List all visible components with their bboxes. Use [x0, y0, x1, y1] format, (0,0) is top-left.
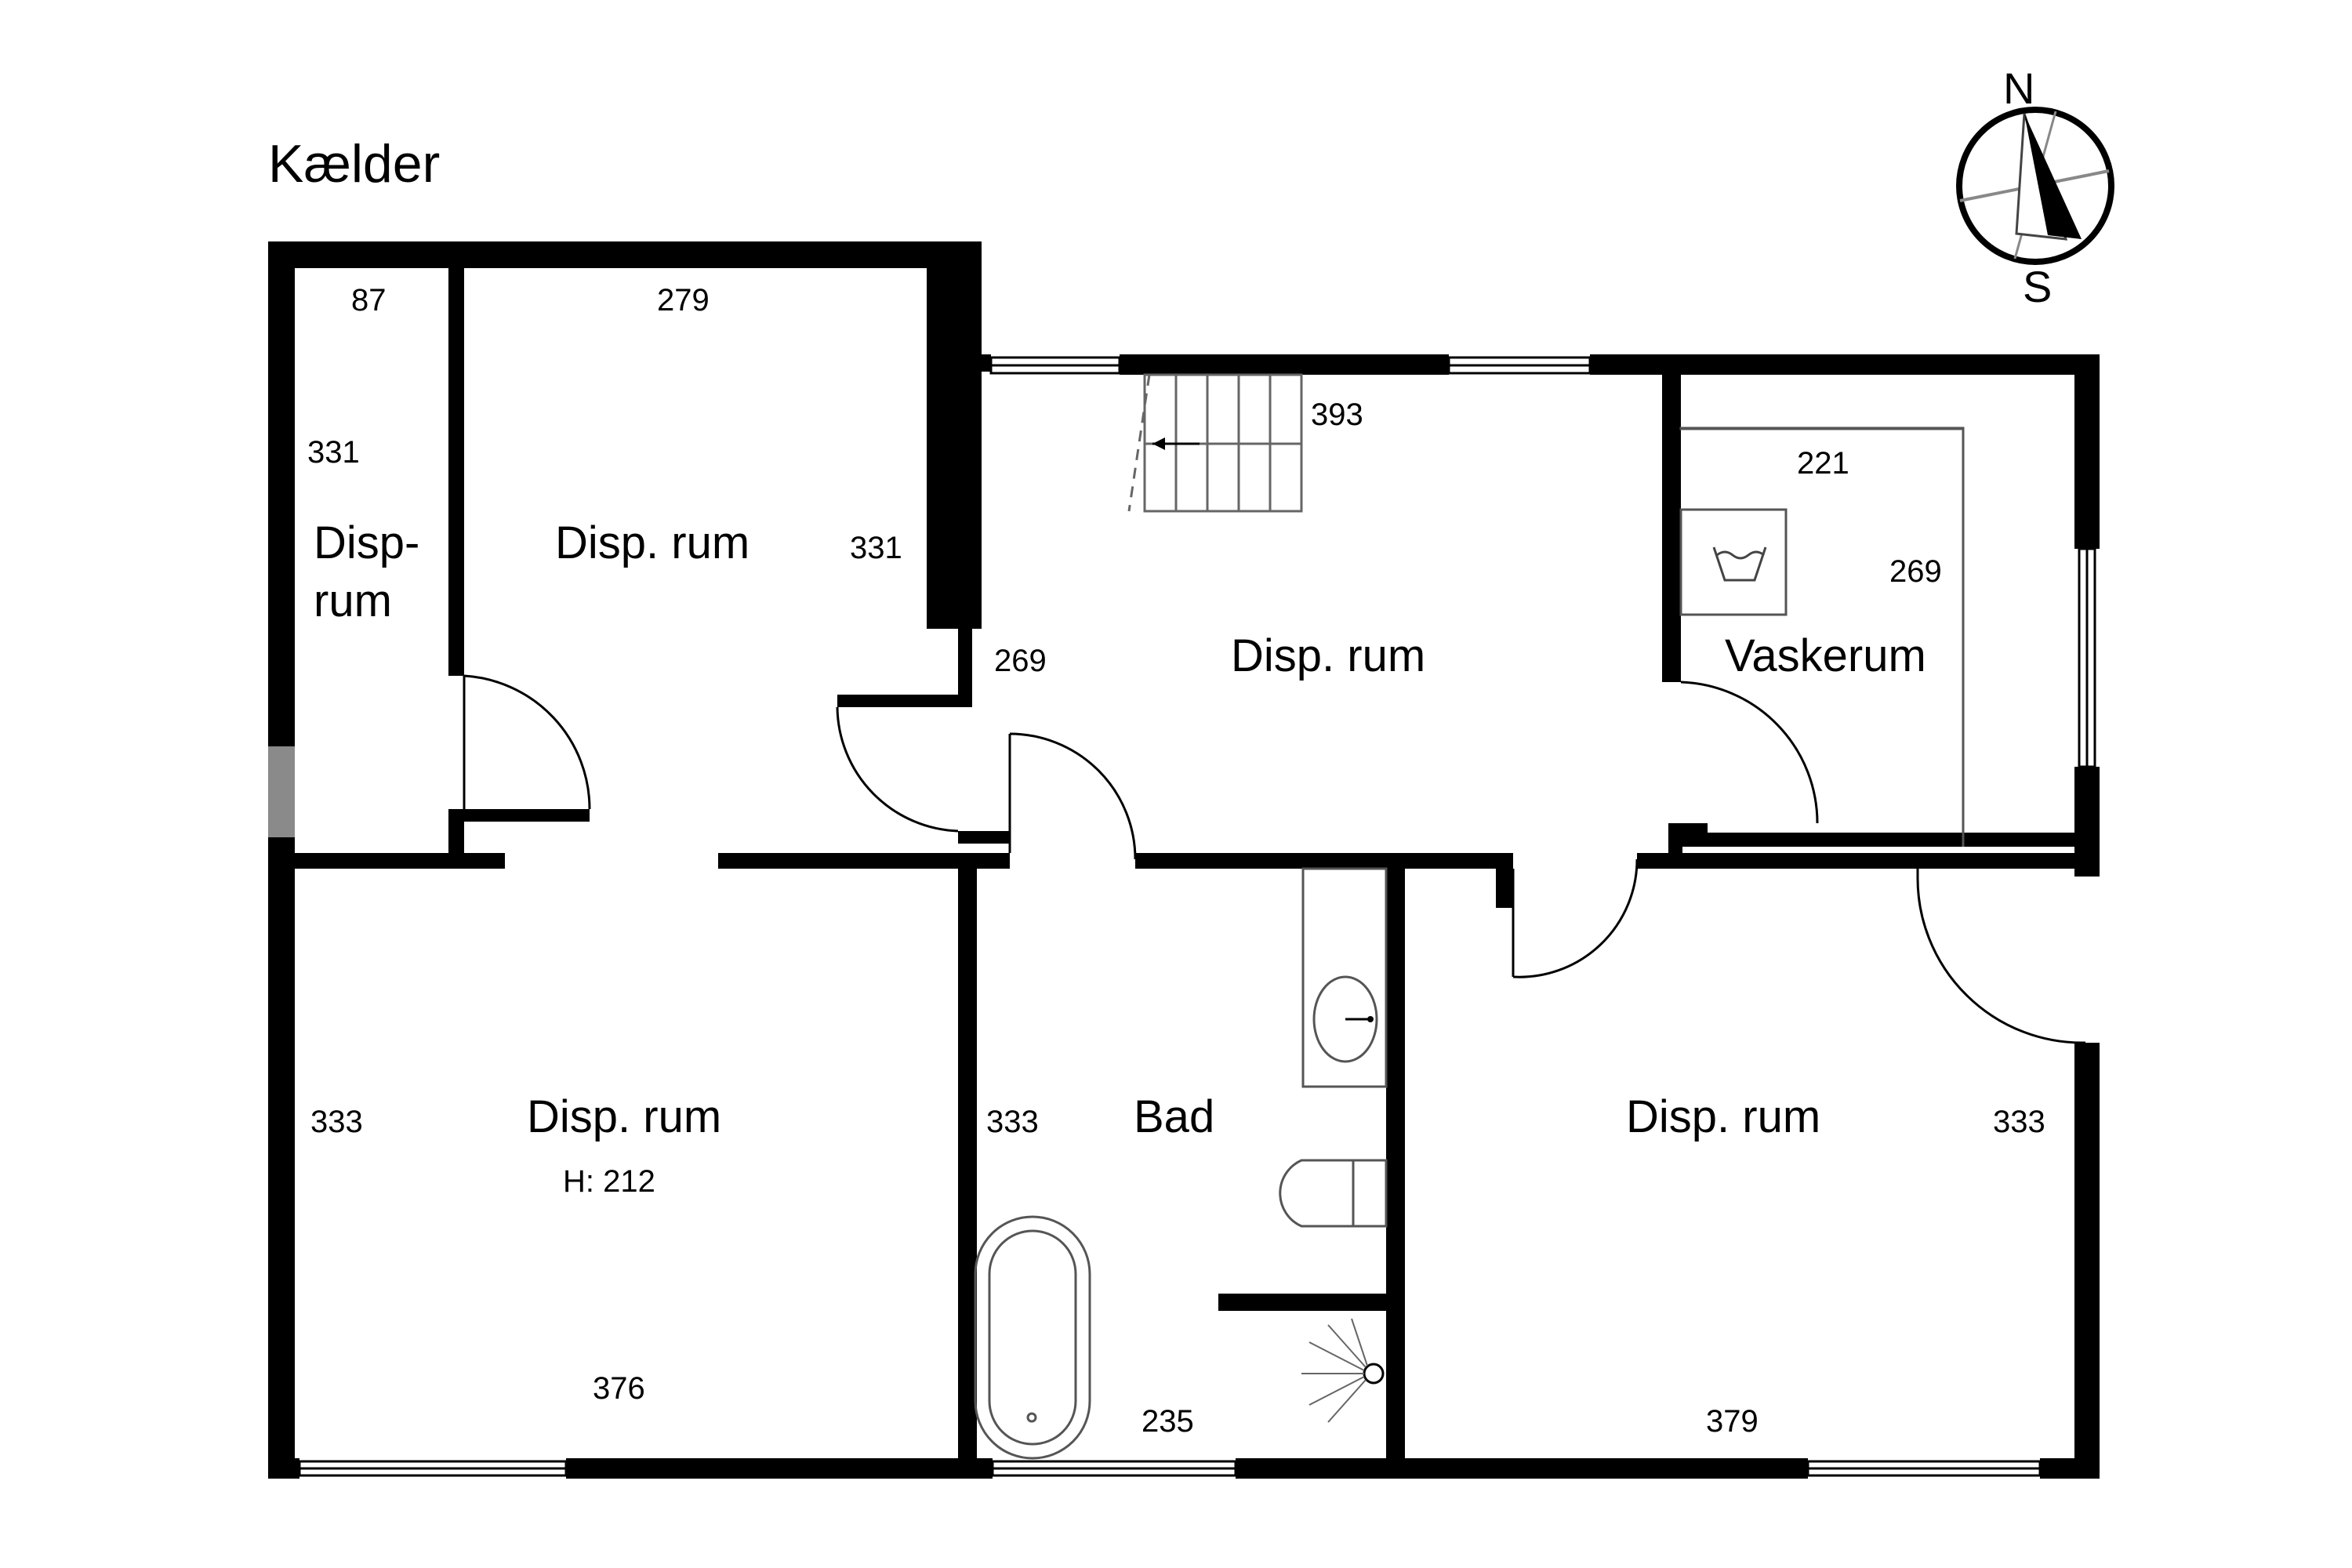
dim-center-height: 269	[994, 644, 1047, 678]
laundry-fixtures	[1679, 426, 1965, 847]
dim-laundry-height: 269	[1889, 554, 1942, 589]
room-label-bathroom: Bad	[1134, 1091, 1214, 1142]
room-label-storage-bottom-right: Disp. rum	[1626, 1091, 1820, 1142]
dim-bathroom-height: 333	[986, 1105, 1039, 1139]
dim-small-storage-height: 331	[307, 435, 360, 470]
room-label-storage-center: Disp. rum	[1231, 630, 1425, 681]
room-label-small-storage-1: Disp-	[314, 517, 419, 568]
washing-machine-icon	[1712, 546, 1767, 582]
dim-small-storage-width: 87	[351, 283, 387, 318]
room-height-label: H: 212	[563, 1164, 655, 1199]
walls	[268, 241, 2100, 1479]
compass: N S	[1956, 64, 2114, 311]
room-label-small-storage-2: rum	[314, 575, 392, 626]
dim-laundry-width: 221	[1797, 446, 1849, 481]
bathroom-fixtures	[974, 867, 1388, 1460]
room-label-laundry: Vaskerum	[1725, 630, 1926, 681]
staircase	[1127, 373, 1303, 513]
dim-bottom-right-height: 333	[1993, 1105, 2045, 1139]
room-label-storage-bottom-left: Disp. rum	[527, 1091, 721, 1142]
sink-icon	[1312, 975, 1378, 1063]
room-labels: Disp- rum Disp. rum Disp. rum Vaskerum D…	[314, 517, 1926, 1199]
compass-south-label: S	[2023, 262, 2052, 311]
dim-bottom-left-height: 333	[310, 1105, 363, 1139]
dim-top-left-height: 331	[850, 531, 902, 565]
dim-bottom-left-width: 376	[593, 1371, 645, 1406]
floor-title: Kælder	[268, 134, 440, 194]
compass-north-label: N	[2003, 64, 2034, 113]
toilet-icon	[1279, 1159, 1388, 1228]
shower-icon	[1301, 1318, 1385, 1423]
windows	[298, 356, 2096, 1477]
bathtub-icon	[974, 1215, 1091, 1460]
dim-bathroom-width: 235	[1142, 1404, 1194, 1439]
room-label-storage-top-left: Disp. rum	[555, 517, 750, 568]
dim-top-left-width: 279	[657, 283, 710, 318]
doors	[463, 674, 2086, 1044]
dim-bottom-right-width: 379	[1706, 1404, 1759, 1439]
dimension-labels: 87 331 279 331 393 269 221 269 333 376 3…	[307, 283, 2045, 1439]
dim-center-width: 393	[1311, 397, 1363, 432]
